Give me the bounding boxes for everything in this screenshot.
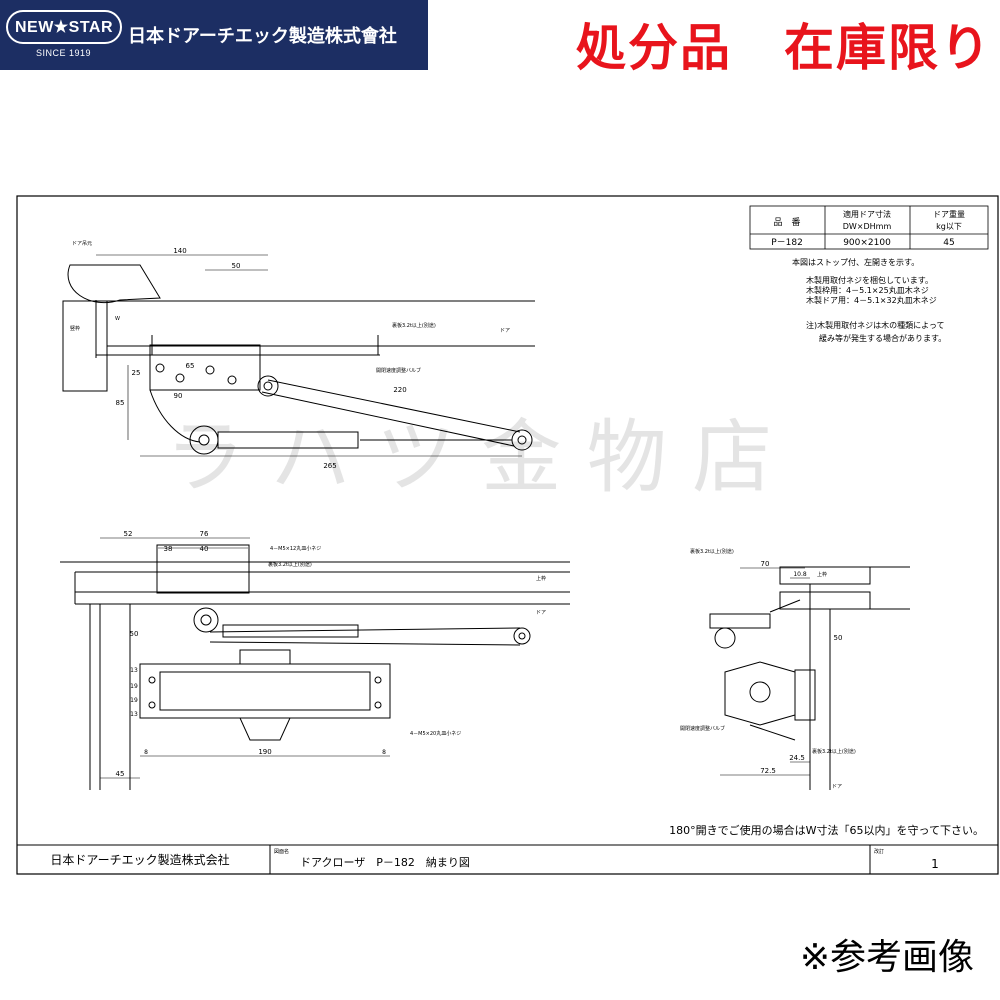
label-backplate-side-bottom: 裏板3.2t以上(別途) (812, 748, 856, 755)
new-star-logo: NEW★STAR (6, 10, 122, 44)
label-backplate-top: 裏板3.2t以上(別途) (392, 322, 436, 329)
label-valve-side: 開閉速度調整バルブ (680, 725, 725, 732)
top-view-dims (96, 254, 522, 457)
spec-size: 900×2100 (843, 238, 891, 248)
dim-190: 190 (258, 748, 271, 756)
spec-table (749, 205, 989, 250)
label-backplate-side-top: 裏板3.2t以上(別途) (690, 548, 734, 555)
side-view (709, 566, 910, 790)
label-door-front: ドア (536, 610, 546, 616)
dim-8-b: 8 (382, 749, 386, 756)
dim-50: 50 (232, 262, 241, 270)
label-door-hinge: ドア吊元 (72, 241, 92, 247)
banner-company-name: 日本ドアーチエック製造株式會社 (128, 26, 397, 47)
dim-40: 40 (200, 545, 209, 553)
note-1: 本図はストップ付、左開きを示す。 (792, 257, 919, 267)
logo-text: NEW★STAR (14, 19, 114, 36)
spec-header-weight-1: ドア重量 (933, 209, 965, 219)
dim-85: 85 (116, 399, 125, 407)
label-door-top: ドア (500, 328, 510, 334)
reference-note: ※参考画像 (799, 937, 974, 978)
note-2: 木製用取付ネジを梱包しています。 (806, 275, 933, 285)
label-door-side: ドア (832, 784, 842, 790)
dim-70: 70 (761, 560, 770, 568)
dim-72-5: 72.5 (760, 767, 776, 775)
dim-265: 265 (323, 462, 336, 470)
dim-19-a: 19 (130, 683, 138, 690)
note-5: 注)木製用取付ネジは木の種類によって (806, 320, 944, 330)
spec-header-model: 品 番 (773, 216, 800, 228)
front-view (60, 544, 570, 790)
dim-50-front: 50 (130, 630, 139, 638)
label-top-frame-front: 上枠 (536, 575, 546, 582)
spec-weight: 45 (943, 238, 954, 248)
dim-19-b: 19 (130, 697, 138, 704)
dim-8-a: 8 (144, 749, 148, 756)
dim-65: 65 (186, 362, 195, 370)
dim-220: 220 (393, 386, 406, 394)
footnote: 180°開きでご使用の場合はW寸法「65以内」を守って下さい。 (669, 823, 984, 837)
dim-13-a: 13 (130, 667, 138, 674)
side-view-dims (720, 567, 831, 776)
dim-25: 25 (132, 369, 141, 377)
top-view (62, 264, 535, 455)
dim-13-b: 13 (130, 711, 138, 718)
title-drawing-name: ドアクローザ P－182 納まり図 (300, 856, 470, 869)
drawing-frame (16, 195, 999, 875)
dim-52: 52 (124, 530, 133, 538)
label-valve-top: 開閉速度調整バルブ (376, 367, 421, 374)
spec-header-size-2: DW×DHmm (843, 222, 892, 231)
dim-140: 140 (173, 247, 186, 255)
note-4: 木製ドア用：4－5.1×32丸皿木ネジ (806, 295, 937, 305)
title-company: 日本ドアーチエック製造株式会社 (50, 852, 229, 867)
dim-45: 45 (116, 770, 125, 778)
label-backplate-front: 裏板3.2t以上(別途) (268, 561, 312, 568)
sale-label: 処分品 在庫限り (576, 19, 992, 77)
note-6: 緩み等が発生する場合があります。 (819, 333, 946, 343)
label-top-frame-side: 上枠 (817, 571, 827, 578)
spec-header-weight-2: kg以下 (936, 222, 962, 231)
dim-90: 90 (174, 392, 183, 400)
label-screw-m5x12: 4－M5×12丸皿小ネジ (270, 545, 321, 552)
dim-38: 38 (164, 545, 173, 553)
watermark: ラ ハ ツ 金 物 店 (165, 411, 772, 504)
note-3: 木製枠用：4－5.1×25丸皿木ネジ (806, 285, 929, 295)
since-text: SINCE 1919 (36, 48, 92, 58)
dim-76: 76 (200, 530, 209, 538)
label-screw-m5x20: 4－M5×20丸皿小ネジ (410, 730, 461, 737)
label-jamb: 竪枠 (70, 325, 80, 332)
title-revision-label: 改訂 (874, 848, 884, 855)
label-w: W (115, 316, 120, 322)
title-drawing-label: 図面名 (274, 848, 289, 855)
title-revision-value: 1 (931, 857, 939, 871)
dim-24-5: 24.5 (789, 754, 805, 762)
spec-model: P－182 (771, 238, 803, 248)
dim-10-8: 10.8 (793, 571, 807, 578)
spec-header-size-1: 適用ドア寸法 (843, 209, 891, 219)
front-view-dims (100, 537, 390, 779)
dim-50-side: 50 (834, 634, 843, 642)
brand-banner: NEW★STAR SINCE 1919 日本ドアーチエック製造株式會社 (0, 0, 428, 70)
